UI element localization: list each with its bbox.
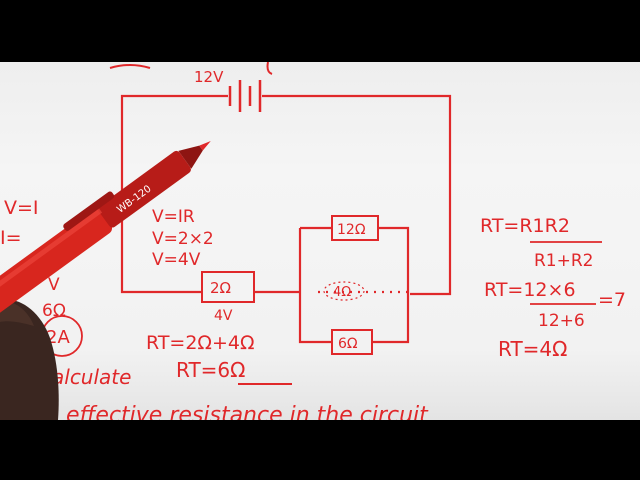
- letterbox-bottom: [0, 420, 640, 480]
- parallel-result: RT=4Ω: [498, 337, 567, 361]
- resistor-6-ohm-label: 6Ω: [338, 336, 358, 352]
- hand-shape: [0, 299, 59, 420]
- battery-voltage-label: 12V: [194, 68, 224, 86]
- top-scribble-2: [266, 62, 273, 75]
- parallel-substitution-denominator: 12+6: [538, 311, 585, 331]
- parallel-formula-denominator: R1+R2: [534, 251, 594, 271]
- series-result: RT=6Ω: [176, 358, 245, 382]
- pen-icon: WB-120: [0, 141, 211, 316]
- photo-scene: 12V 2Ω 4V 12Ω 4Ω 6Ω V=IR V=2×2 V=4V RT=2…: [0, 62, 626, 420]
- note-v-result: V=4V: [152, 250, 201, 270]
- resistor-12-ohm: [331, 215, 379, 241]
- series-calc: RT=2Ω+4Ω: [146, 332, 254, 354]
- resistor-2-ohm-label: 2Ω: [210, 279, 231, 297]
- note-ohms-law: V=IR: [152, 207, 195, 227]
- photo-frame: 12V 2Ω 4V 12Ω 4Ω 6Ω V=IR V=2×2 V=4V RT=2…: [0, 62, 640, 420]
- note-v-calc: V=2×2: [152, 229, 214, 249]
- parallel-substitution: RT=12×6: [484, 279, 576, 301]
- top-scribble: [109, 64, 151, 69]
- bottom-text-calculate: alculate: [52, 365, 131, 389]
- parallel-partial-result: =7: [598, 289, 626, 311]
- resistor-4-ohm: [323, 281, 365, 301]
- margin-note-5: 2A: [46, 327, 70, 348]
- margin-note-3: V: [48, 275, 60, 295]
- resistor-6-ohm: [331, 329, 373, 355]
- letterbox-top: [0, 0, 640, 62]
- resistor-2-ohm-voltage: 4V: [214, 308, 233, 324]
- resistor-12-ohm-label: 12Ω: [337, 222, 366, 238]
- margin-note-1: V=I: [4, 197, 39, 219]
- battery-icon: [228, 80, 262, 112]
- resistor-2-ohm: [201, 271, 255, 303]
- margin-note-2: I=: [0, 227, 22, 249]
- bottom-text-sentence: effective resistance in the circuit: [66, 403, 429, 420]
- parallel-formula: RT=R1R2: [480, 215, 570, 237]
- resistor-4-ohm-label: 4Ω: [333, 285, 351, 300]
